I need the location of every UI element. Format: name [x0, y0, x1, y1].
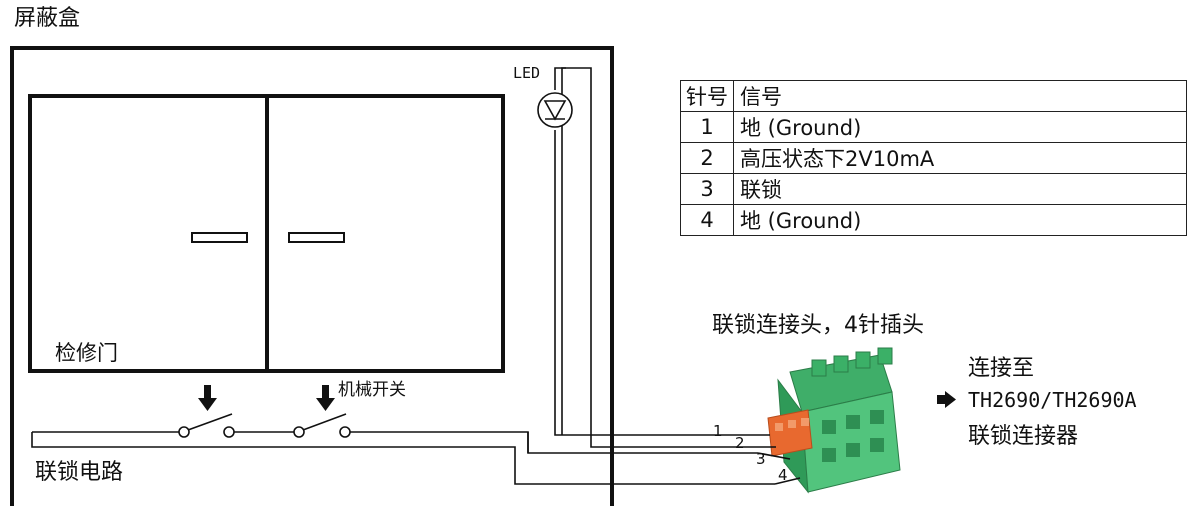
- led-wire-top: [554, 67, 566, 90]
- connector-plug-icon: [767, 347, 901, 494]
- pin-cell: 3: [680, 173, 734, 205]
- switch1-lever: [187, 413, 233, 431]
- table-row: 2 高压状态下2V10mA: [680, 142, 1187, 174]
- door-right-handle: [288, 232, 345, 243]
- interlock-conductor-bottom: [31, 432, 775, 485]
- connect-to-line1: 连接至: [968, 356, 1035, 381]
- switch1-right-contact: [223, 426, 235, 438]
- shield-box-outline: [10, 46, 614, 506]
- pin-cell: 4: [680, 204, 734, 236]
- pin-cell: 1: [680, 111, 734, 143]
- led-icon: [537, 92, 573, 128]
- pin-table-header: 针号 信号: [680, 80, 1187, 112]
- table-row: 1 地 (Ground): [680, 111, 1187, 143]
- pin-header: 针号: [680, 80, 734, 112]
- switch2-left-contact: [293, 426, 305, 438]
- signal-cell: 高压状态下2V10mA: [733, 142, 1187, 174]
- signal-cell: 地 (Ground): [733, 111, 1187, 143]
- wire-number-2: 2: [735, 434, 745, 452]
- switch2-arrow-icon: [316, 385, 335, 411]
- switch1-arrow-icon: [198, 385, 217, 411]
- wire-lead-3: [757, 452, 791, 460]
- wire-number-3: 3: [756, 450, 766, 468]
- interlock-circuit-label: 联锁电路: [35, 460, 124, 485]
- mechanical-switch-label: 机械开关: [338, 380, 406, 400]
- wire-lead-4: [774, 477, 801, 485]
- maintenance-door-label: 检修门: [55, 341, 118, 365]
- shield-box-label: 屏蔽盒: [14, 6, 81, 31]
- door-right-panel: [265, 94, 505, 373]
- led-wire-outer: [561, 67, 722, 448]
- pin-cell: 2: [680, 142, 734, 174]
- signal-header: 信号: [733, 80, 1187, 112]
- switch2-lever: [302, 413, 347, 431]
- pin-table: 针号 信号 1 地 (Ground) 2 高压状态下2V10mA 3 联锁 4 …: [680, 80, 1187, 236]
- switch2-right-contact: [339, 426, 351, 438]
- connector-title: 联锁连接头，4针插头: [712, 313, 924, 338]
- connect-to-line2: TH2690/TH2690A: [968, 388, 1137, 412]
- door-left-handle: [191, 232, 248, 243]
- right-arrow-icon: [937, 391, 956, 408]
- table-row: 3 联锁: [680, 173, 1187, 205]
- led-label: LED: [513, 64, 541, 82]
- switch1-left-contact: [178, 426, 190, 438]
- connect-to-line3: 联锁连接器: [968, 424, 1079, 449]
- wire-number-1: 1: [713, 422, 723, 440]
- table-row: 4 地 (Ground): [680, 204, 1187, 236]
- wire-number-4: 4: [778, 466, 788, 484]
- led-wire-pin1: [554, 130, 705, 436]
- signal-cell: 联锁: [733, 173, 1187, 205]
- signal-cell: 地 (Ground): [733, 204, 1187, 236]
